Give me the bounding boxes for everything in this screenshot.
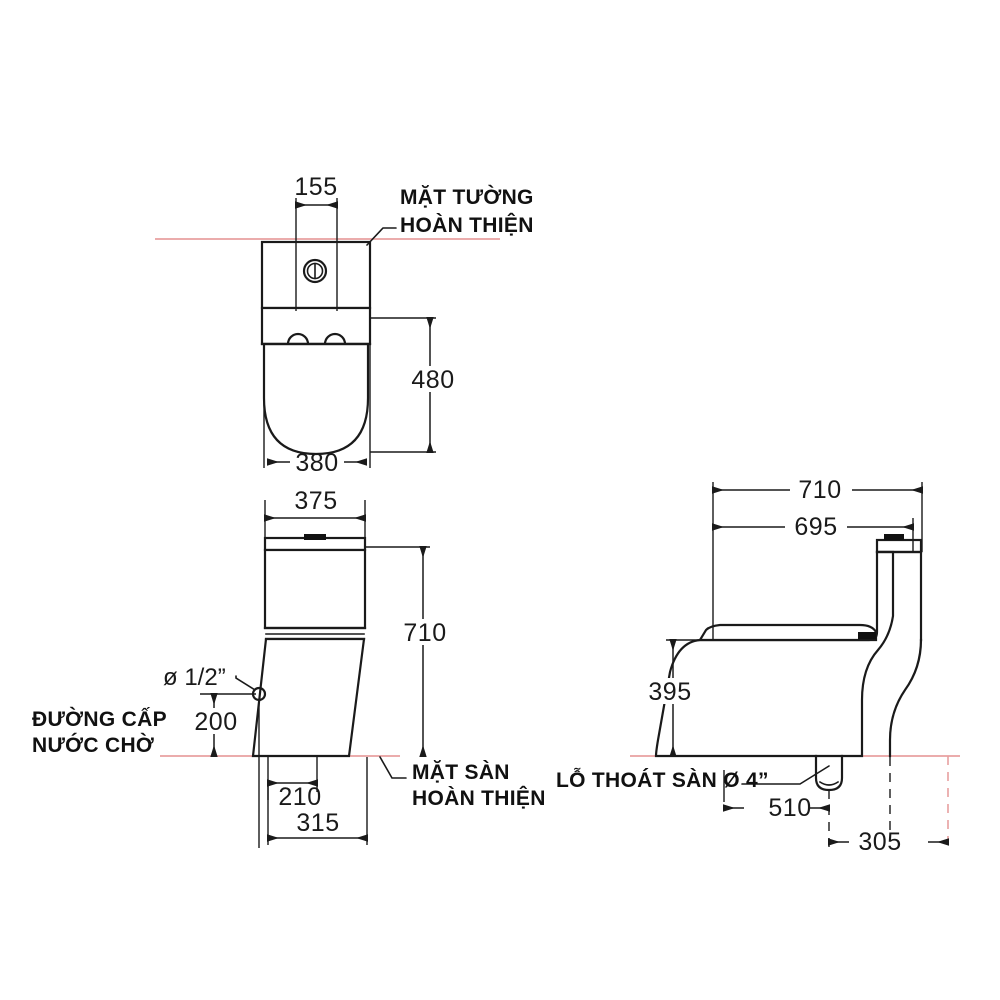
- side-710-dim-label: 710: [798, 476, 841, 504]
- front-flush-button: [304, 534, 326, 540]
- plan-tank-outline: [260, 240, 372, 310]
- side-395-label-mask: [640, 678, 702, 704]
- supply-diameter-leader: [235, 675, 256, 691]
- side-tank-right-lower: [888, 638, 923, 758]
- front-375-dim-label: 375: [294, 487, 337, 515]
- plan-155-dim-label: 155: [294, 173, 337, 201]
- plan-480-dim-label: 480: [411, 366, 454, 394]
- front-710-dim-label: 710: [403, 619, 446, 647]
- front-view-group: 375 710 ø 1/2” 200 ĐƯỜNG CẤP NƯỚC CHỜ: [32, 487, 546, 848]
- floor-drain-leader: [741, 765, 830, 785]
- front-200-dim-label: 200: [194, 708, 237, 736]
- plan-480-label-mask: [404, 366, 462, 392]
- front-pedestal-outline: [251, 637, 366, 758]
- side-305-dim-label: 305: [858, 828, 901, 856]
- front-200-label-mask: [190, 708, 242, 734]
- plan-hinge-left: [286, 332, 310, 346]
- floor-finish-leader: [379, 756, 407, 779]
- front-710-label-mask: [396, 619, 452, 645]
- plan-380-dim-label: 380: [295, 449, 338, 477]
- plan-view-group: 155 480 380 MẶT TƯỜNG HOÀN THIỆN: [155, 173, 534, 477]
- side-body-outline: [654, 550, 895, 758]
- side-seat-hinge: [858, 632, 876, 639]
- supply-diameter-label: ø 1/2”: [163, 664, 226, 691]
- side-395-dim-label: 395: [648, 678, 691, 706]
- plan-hinge-right: [323, 332, 347, 346]
- floor-finish-label-line1: MẶT SÀN: [412, 761, 510, 784]
- side-floor-outlet-inner: [818, 780, 840, 786]
- side-710-label-mask: [790, 476, 852, 502]
- water-supply-label-line2: NƯỚC CHỜ: [32, 733, 154, 757]
- front-315-label-mask: [290, 812, 350, 836]
- side-tank-lid: [875, 538, 923, 554]
- front-210-dim-label: 210: [278, 783, 321, 811]
- side-flush-button: [884, 534, 904, 540]
- plan-tank-lower-band: [260, 306, 372, 346]
- front-tank-body: [263, 548, 367, 630]
- floor-finish-label-line2: HOÀN THIỆN: [412, 786, 546, 810]
- side-695-label-mask: [785, 513, 847, 539]
- floor-drain-label: LỖ THOÁT SÀN Ø 4”: [556, 768, 769, 792]
- wall-finish-label-line2: HOÀN THIỆN: [400, 213, 534, 237]
- side-view-group: 710 695 395 LỖ THOÁT SÀN Ø 4” 510: [556, 476, 960, 856]
- wall-finish-leader: [366, 227, 397, 246]
- side-510-dim-label: 510: [768, 794, 811, 822]
- side-seat-profile: [698, 623, 878, 642]
- wall-finish-label-line1: MẶT TƯỜNG: [400, 185, 534, 209]
- flush-button-outer-circle: [302, 258, 328, 284]
- front-315-dim-label: 315: [296, 809, 339, 837]
- plan-bowl-outline: [262, 342, 370, 456]
- water-supply-label-line1: ĐƯỜNG CẤP: [32, 707, 167, 731]
- side-695-dim-label: 695: [794, 513, 837, 541]
